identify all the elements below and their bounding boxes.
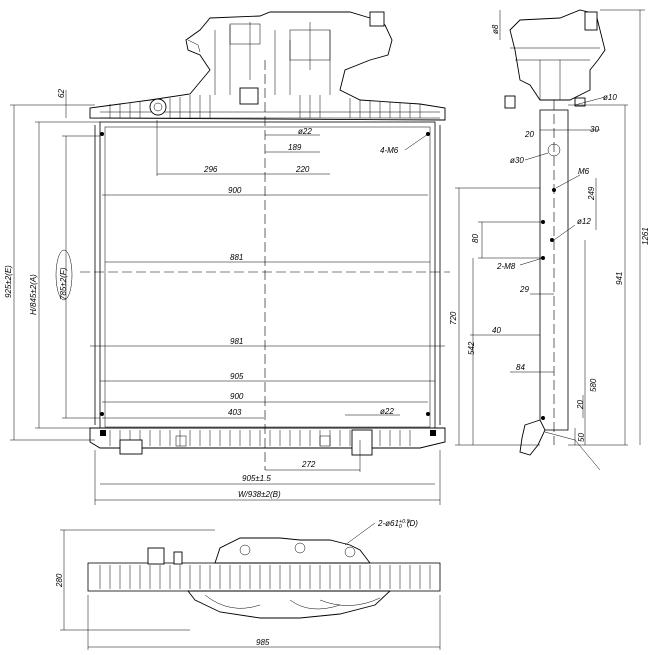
mount-hole <box>100 412 104 416</box>
dim-bottom-985: 985 <box>256 638 270 647</box>
dim-905-tol: 905±1.5 <box>242 474 271 483</box>
dim-905: 905 <box>230 372 244 381</box>
dim-side-50: 50 <box>577 433 586 442</box>
side-lower-outlet <box>519 419 546 456</box>
radiator-core-outline <box>99 121 436 433</box>
dim-62: 62 <box>57 89 66 98</box>
dim-189: 189 <box>288 143 302 152</box>
cap <box>369 11 385 27</box>
dim-side-80: 80 <box>471 234 480 243</box>
dim-side-249: 249 <box>587 186 596 201</box>
bottom-lower-tank <box>187 590 392 619</box>
dim-side-30: 30 <box>590 125 599 134</box>
dim-side-580: 580 <box>589 378 598 392</box>
bottom-outlet-left <box>119 439 143 455</box>
dim-side-d10: ø10 <box>603 93 617 102</box>
mount-hole <box>426 412 430 416</box>
dim-900-top: 900 <box>228 186 242 195</box>
dim-side-d8: ø8 <box>491 24 500 34</box>
bottom-inlet <box>147 547 165 565</box>
top-port <box>239 87 259 105</box>
side-view: ø8 ø10 20 30 ø30 M6 249 ø12 80 2-M8 29 7… <box>449 9 650 471</box>
dim-220: 220 <box>295 165 310 174</box>
top-tank <box>89 11 446 121</box>
side-cap <box>584 11 598 31</box>
dim-h925: 925±2(E) <box>4 265 13 298</box>
dim-h785: 785±2(F) <box>59 267 68 300</box>
dim-side-20-top: 20 <box>524 130 534 139</box>
dim-side-941: 941 <box>615 272 624 285</box>
dim-h845: H/845±2(A) <box>29 274 38 315</box>
top-inlet <box>149 98 167 116</box>
dim-272: 272 <box>301 460 316 469</box>
side-tank <box>509 9 606 101</box>
bottom-upper-tank <box>214 537 371 564</box>
dim-d22-bottom: ø22 <box>380 407 394 416</box>
dim-981: 981 <box>230 337 243 346</box>
dim-403: 403 <box>228 408 242 417</box>
dim-side-542: 542 <box>467 341 476 355</box>
dim-side-m8: 2-M8 <box>496 262 516 271</box>
dim-side-720: 720 <box>449 311 458 325</box>
dim-side-d30: ø30 <box>510 156 524 165</box>
dim-width: W/938±2(B) <box>238 490 281 499</box>
bottom-core <box>87 562 441 592</box>
dim-d22-top: ø22 <box>298 127 312 136</box>
dim-side-d12: ø12 <box>577 217 591 226</box>
dim-side-40: 40 <box>492 326 501 335</box>
dim-900-bottom: 900 <box>230 392 244 401</box>
bottom-outlet-right <box>351 429 373 456</box>
dim-bottom-280: 280 <box>55 573 64 588</box>
dim-881: 881 <box>230 253 243 262</box>
mount-hole <box>100 132 104 136</box>
front-view: ø22 189 296 220 900 881 981 905 900 403 … <box>4 11 450 505</box>
dim-side-84: 84 <box>516 363 525 372</box>
dim-side-m6: M6 <box>578 167 590 176</box>
dim-296: 296 <box>203 165 218 174</box>
dim-side-29: 29 <box>519 285 529 294</box>
side-port-30 <box>547 143 561 157</box>
bottom-tank <box>89 427 446 449</box>
dim-side-20-bottom: 20 <box>576 400 585 410</box>
note-4m6: 4-M6 <box>380 146 399 155</box>
dim-side-1261: 1261 <box>641 227 650 245</box>
